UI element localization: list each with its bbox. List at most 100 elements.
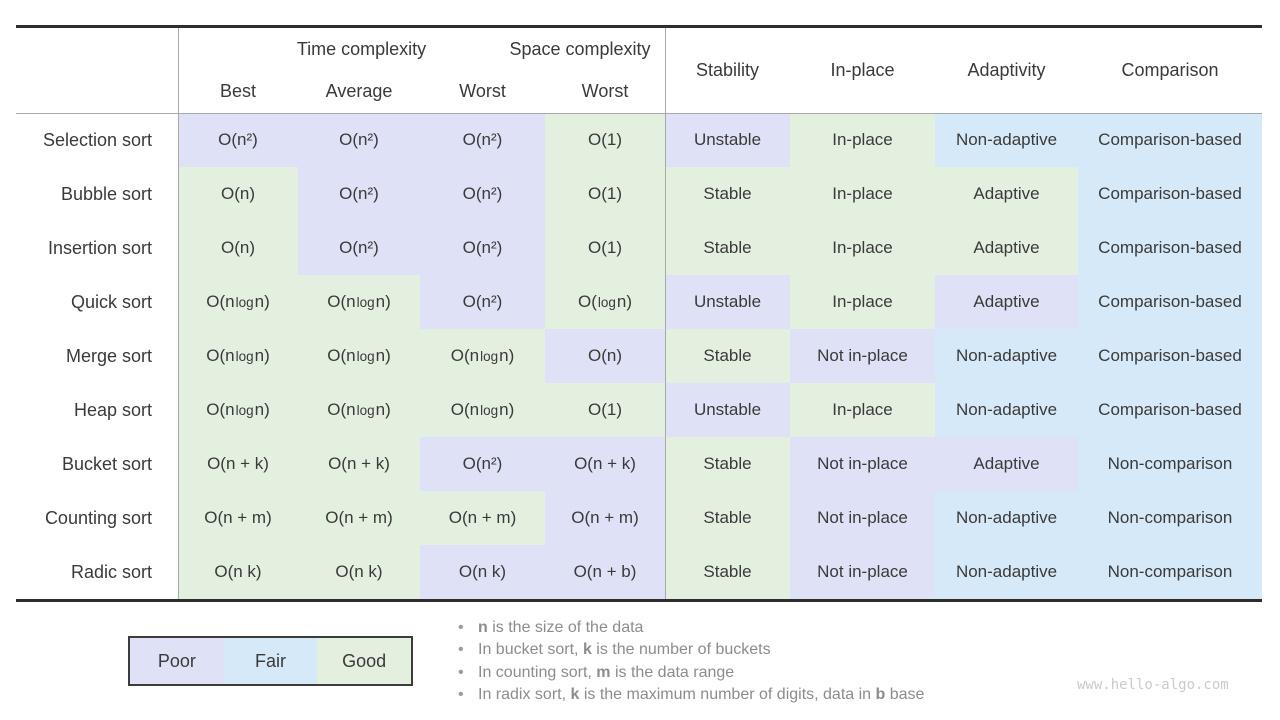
table-cell: O(n k): [178, 545, 298, 599]
table-cell: Not in-place: [790, 329, 935, 383]
table-cell: O(1): [545, 383, 665, 437]
table-cell: In-place: [790, 167, 935, 221]
table-cell: Adaptive: [935, 167, 1078, 221]
header-average: Average: [325, 81, 393, 101]
row-label: Bubble sort: [16, 167, 178, 221]
table-cell: Stable: [665, 329, 790, 383]
table-cell: O(n + m): [545, 491, 665, 545]
table-cell: O(n + m): [420, 491, 545, 545]
table-cell: O(n²): [420, 113, 545, 167]
table-cell: O(n): [178, 221, 298, 275]
table-cell: Adaptive: [935, 437, 1078, 491]
table-cell: O(n log n): [178, 275, 298, 329]
table-cell: Stable: [665, 167, 790, 221]
comparison-table: Time complexity Space complexity Best Av…: [16, 25, 1262, 602]
table-cell: Comparison-based: [1078, 275, 1262, 329]
table-cell: O(1): [545, 167, 665, 221]
table-cell: O(n²): [178, 113, 298, 167]
row-label: Heap sort: [16, 383, 178, 437]
table-cell: O(1): [545, 221, 665, 275]
notes-list: n is the size of the dataIn bucket sort,…: [457, 617, 924, 707]
note-item: n is the size of the data: [457, 617, 924, 640]
header-stability: Stability: [695, 60, 760, 80]
watermark: www.hello-algo.com: [1077, 677, 1229, 693]
header-worst-time: Worst: [459, 81, 506, 101]
table-cell: Non-adaptive: [935, 329, 1078, 383]
table-cell: O(n²): [298, 113, 420, 167]
table-cell: O(n): [545, 329, 665, 383]
table-cell: Non-comparison: [1078, 437, 1262, 491]
table-cell: Comparison-based: [1078, 221, 1262, 275]
table-cell: O(n²): [298, 221, 420, 275]
table-cell: Comparison-based: [1078, 113, 1262, 167]
row-label: Bucket sort: [16, 437, 178, 491]
table-cell: O(n + b): [545, 545, 665, 599]
note-item: In radix sort, k is the maximum number o…: [457, 684, 924, 707]
table-cell: O(log n): [545, 275, 665, 329]
header-comparison: Comparison: [1121, 60, 1219, 80]
table-cell: Not in-place: [790, 437, 935, 491]
table-cell: Unstable: [665, 275, 790, 329]
table-cell: O(n log n): [298, 329, 420, 383]
table-cell: Comparison-based: [1078, 329, 1262, 383]
header-best: Best: [219, 81, 257, 101]
table-cell: Non-adaptive: [935, 113, 1078, 167]
column-divider-complexity-attributes: [665, 28, 666, 599]
table-cell: Comparison-based: [1078, 167, 1262, 221]
table-cell: O(n²): [420, 275, 545, 329]
table-cell: In-place: [790, 113, 935, 167]
table-cell: Adaptive: [935, 221, 1078, 275]
header-group-space-complexity: Space complexity: [509, 38, 651, 59]
table-cell: O(n²): [420, 221, 545, 275]
table-cell: O(n + m): [178, 491, 298, 545]
table-cell: O(n k): [298, 545, 420, 599]
table-cell: O(n log n): [298, 275, 420, 329]
table-cell: Not in-place: [790, 491, 935, 545]
table-cell: Adaptive: [935, 275, 1078, 329]
table-cell: In-place: [790, 383, 935, 437]
row-label: Merge sort: [16, 329, 178, 383]
table-cell: O(n + k): [298, 437, 420, 491]
table-cell: O(n): [178, 167, 298, 221]
table-cell: O(1): [545, 113, 665, 167]
table-cell: In-place: [790, 275, 935, 329]
table-cell: O(n log n): [420, 329, 545, 383]
row-label: Selection sort: [16, 113, 178, 167]
legend-item: Fair: [223, 638, 318, 684]
table-cell: Stable: [665, 545, 790, 599]
table-cell: Comparison-based: [1078, 383, 1262, 437]
table-cell: Unstable: [665, 113, 790, 167]
table-cell: O(n log n): [178, 383, 298, 437]
table-cell: Stable: [665, 221, 790, 275]
table-cell: O(n + k): [545, 437, 665, 491]
table-cell: Unstable: [665, 383, 790, 437]
header-group-time-complexity: Time complexity: [296, 38, 427, 59]
table-cell: O(n²): [420, 437, 545, 491]
table-cell: Non-adaptive: [935, 491, 1078, 545]
row-label: Quick sort: [16, 275, 178, 329]
header-adaptivity: Adaptivity: [967, 60, 1046, 80]
table-cell: In-place: [790, 221, 935, 275]
table-cell: O(n log n): [420, 383, 545, 437]
table-cell: Non-adaptive: [935, 545, 1078, 599]
table-cell: Stable: [665, 437, 790, 491]
table-cell: O(n²): [420, 167, 545, 221]
table-cell: O(n k): [420, 545, 545, 599]
table-cell: Non-comparison: [1078, 545, 1262, 599]
table-cell: Not in-place: [790, 545, 935, 599]
note-item: In counting sort, m is the data range: [457, 662, 924, 685]
header-separator-line: [16, 113, 1262, 114]
row-label: Counting sort: [16, 491, 178, 545]
row-label: Insertion sort: [16, 221, 178, 275]
table-cell: Stable: [665, 491, 790, 545]
